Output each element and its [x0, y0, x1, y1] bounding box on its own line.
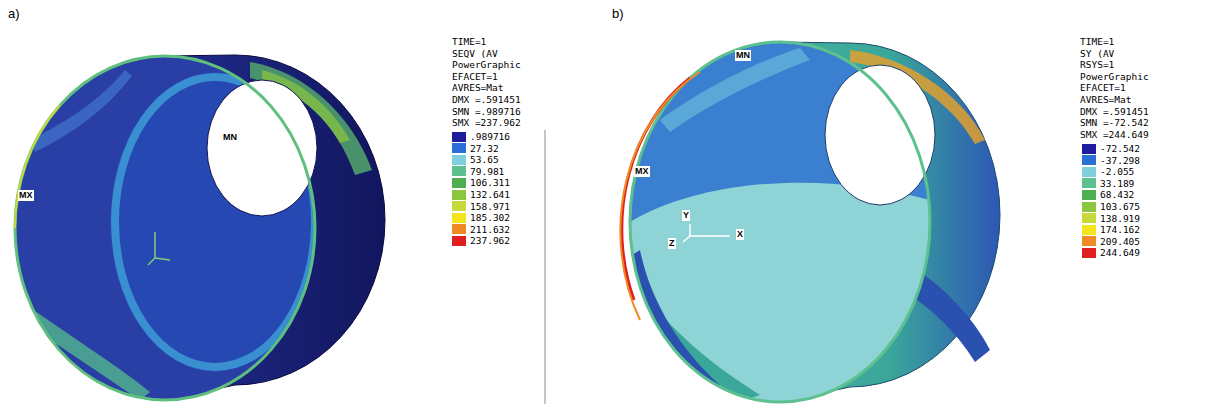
legend-swatch [1082, 144, 1096, 154]
panel-label: b) [612, 6, 624, 21]
plot-info: DMX =.591451 [452, 94, 521, 105]
min-marker: MN [222, 132, 238, 143]
legend-row: 185.302 [452, 212, 510, 223]
legend-value: 68.432 [1100, 189, 1134, 200]
legend-swatch [1082, 248, 1096, 258]
legend-swatch [452, 178, 466, 188]
plot-info: PowerGraphic [1080, 71, 1149, 82]
legend-swatch [452, 143, 466, 153]
legend-swatch [1082, 236, 1096, 246]
plot-info: AVRES=Mat [1080, 94, 1131, 105]
legend-value: 211.632 [470, 224, 510, 235]
cylinder-seqv [15, 55, 385, 400]
legend-value: 158.971 [470, 201, 510, 212]
legend-row: 53.65 [452, 154, 499, 165]
legend-swatch [1082, 155, 1096, 165]
legend-row: 79.981 [452, 166, 504, 177]
plot-info: AVRES=Mat [452, 82, 503, 93]
plot-info: SEQV (AV [452, 48, 498, 59]
legend-swatch [452, 213, 466, 223]
legend-swatch [452, 190, 466, 200]
plot-info: SY (AV [1080, 48, 1114, 59]
axis-triad [683, 224, 730, 242]
plot-info: DMX =.591451 [1080, 106, 1149, 117]
legend-value: 237.962 [470, 235, 510, 246]
legend-row: 33.189 [1082, 178, 1134, 189]
plot-info: PowerGraphic [452, 59, 521, 70]
axis-label: Z [668, 238, 676, 249]
legend-swatch [1082, 202, 1096, 212]
plot-info: SMX =237.962 [452, 117, 521, 128]
legend-value: 209.405 [1100, 236, 1140, 247]
legend-swatch [452, 201, 466, 211]
legend-value: 33.189 [1100, 178, 1134, 189]
legend-row: 209.405 [1082, 236, 1140, 247]
legend-swatch [1082, 190, 1096, 200]
legend-value: 79.981 [470, 166, 504, 177]
min-marker: MN [735, 50, 751, 61]
legend-row: 158.971 [452, 201, 510, 212]
legend-swatch [452, 166, 466, 176]
legend-row: .989716 [452, 131, 510, 142]
legend-value: -37.298 [1100, 155, 1140, 166]
plot-info: TIME=1 [452, 36, 486, 47]
plot-info: TIME=1 [1080, 36, 1114, 47]
cylinder-sy [620, 42, 1000, 406]
legend-row: -72.542 [1082, 143, 1140, 154]
plot-info: SMX =244.649 [1080, 129, 1149, 140]
legend-swatch [452, 224, 466, 234]
legend-swatch [452, 132, 466, 142]
legend-value: 185.302 [470, 212, 510, 223]
legend-row: 68.432 [1082, 189, 1134, 200]
plot-info: SMN =-72.542 [1080, 117, 1149, 128]
legend-row: 211.632 [452, 224, 510, 235]
legend-swatch [1082, 213, 1096, 223]
panel-label: a) [8, 6, 20, 21]
plot-info: EFACET=1 [452, 71, 498, 82]
legend-value: 106.311 [470, 177, 510, 188]
plot-info: SMN =.989716 [452, 106, 521, 117]
axis-triad [148, 232, 170, 265]
legend-value: 174.162 [1100, 224, 1140, 235]
panel-separator [545, 130, 546, 404]
axis-label: X [736, 229, 744, 240]
legend-row: -2.055 [1082, 166, 1134, 177]
legend-value: 132.641 [470, 189, 510, 200]
legend-row: 106.311 [452, 177, 510, 188]
legend-value: 103.675 [1100, 201, 1140, 212]
legend-value: 244.649 [1100, 247, 1140, 258]
axis-label: Y [682, 210, 690, 221]
legend-row: 174.162 [1082, 224, 1140, 235]
legend-row: 27.32 [452, 143, 499, 154]
legend-swatch [452, 236, 466, 246]
plot-info: RSYS=1 [1080, 59, 1114, 70]
legend-row: 103.675 [1082, 201, 1140, 212]
legend-row: 138.919 [1082, 213, 1140, 224]
legend-value: -2.055 [1100, 166, 1134, 177]
max-marker: MX [634, 166, 650, 177]
legend-swatch [1082, 225, 1096, 235]
legend-value: 53.65 [470, 154, 499, 165]
legend-value: -72.542 [1100, 143, 1140, 154]
legend-swatch [1082, 178, 1096, 188]
legend-row: 132.641 [452, 189, 510, 200]
legend-swatch [452, 155, 466, 165]
legend-row: -37.298 [1082, 155, 1140, 166]
legend-row: 244.649 [1082, 247, 1140, 258]
plot-info: EFACET=1 [1080, 82, 1126, 93]
legend-value: 27.32 [470, 143, 499, 154]
legend-row: 237.962 [452, 235, 510, 246]
legend-value: 138.919 [1100, 213, 1140, 224]
legend-value: .989716 [470, 131, 510, 142]
max-marker: MX [18, 190, 34, 201]
legend-swatch [1082, 167, 1096, 177]
